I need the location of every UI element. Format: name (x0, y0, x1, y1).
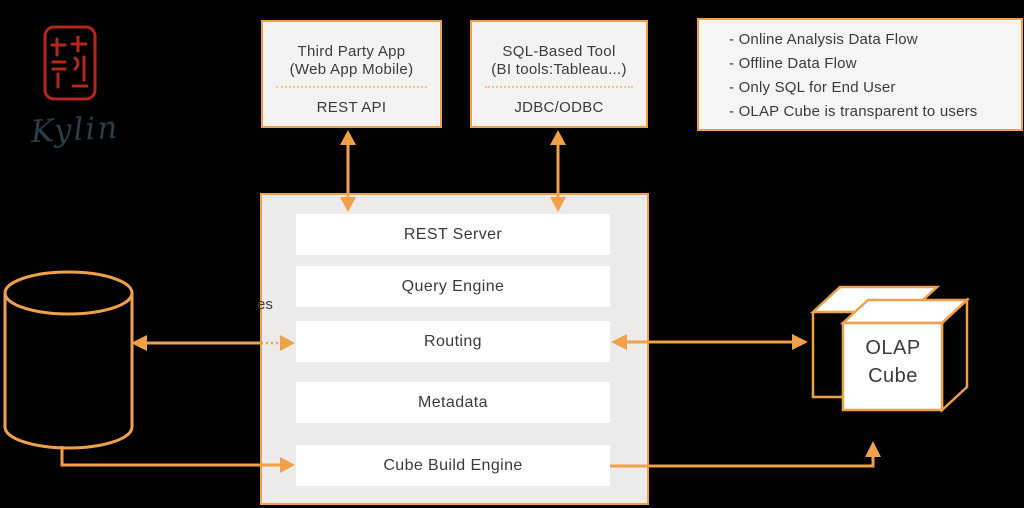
legend-item: - OLAP Cube is transparent to users (729, 103, 978, 120)
legend-item: - Offline Data Flow (729, 55, 857, 72)
legend-box: - Online Analysis Data Flow - Offline Da… (697, 18, 1023, 131)
database-cylinder-icon (3, 270, 134, 450)
sql-based-tool-box: SQL-Based Tool (BI tools:Tableau...) JDB… (470, 20, 648, 128)
kylin-seal-icon (43, 25, 97, 101)
sql-tool-title: SQL-Based Tool (502, 43, 616, 60)
layer-metadata: Metadata (296, 382, 610, 423)
olap-cube-label: OLAP Cube (865, 337, 921, 387)
jdbc-odbc-label: JDBC/ODBC (514, 99, 604, 116)
third-party-app-box: Third Party App (Web App Mobile) REST AP… (261, 20, 442, 128)
third-party-app-subtitle: (Web App Mobile) (289, 61, 414, 78)
dotted-divider (276, 86, 427, 88)
layer-routing: Routing (296, 321, 610, 362)
layer-rest-server: REST Server (296, 214, 610, 255)
clipped-text-fragment: es (257, 296, 273, 313)
layer-cube-build-engine: Cube Build Engine (296, 445, 610, 486)
third-party-app-title: Third Party App (297, 43, 406, 60)
rest-api-label: REST API (316, 99, 387, 116)
legend-item: - Online Analysis Data Flow (729, 31, 918, 48)
kylin-wordmark: Kylin (29, 109, 121, 151)
legend-item: - Only SQL for End User (729, 79, 896, 96)
arrow-cubebuild-cube (610, 441, 881, 468)
dotted-divider (485, 86, 633, 88)
sql-tool-subtitle: (BI tools:Tableau...) (491, 61, 627, 78)
layer-query-engine: Query Engine (296, 266, 610, 307)
